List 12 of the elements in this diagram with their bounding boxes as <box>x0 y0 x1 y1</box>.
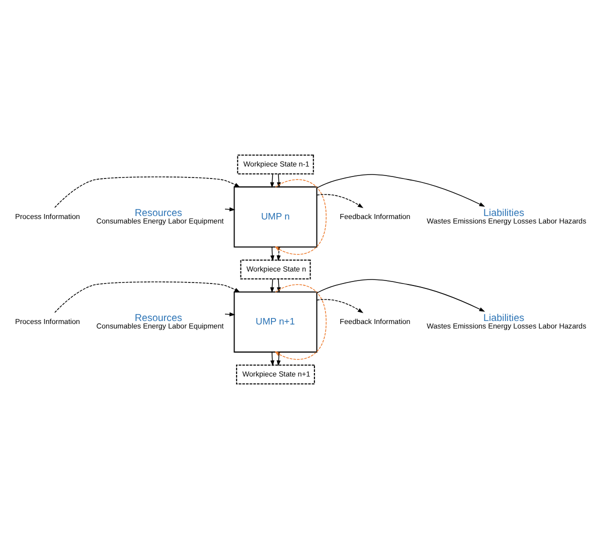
arrow <box>316 298 364 313</box>
arrow <box>316 278 486 312</box>
arrow <box>54 176 240 208</box>
arrow <box>276 246 281 261</box>
node-box: UMP n+1 <box>234 290 318 352</box>
arrow <box>276 351 281 366</box>
arrow <box>54 281 240 312</box>
node-box: UMP n <box>234 186 318 248</box>
arrow <box>316 174 486 206</box>
arrow <box>270 351 274 366</box>
arrow <box>270 246 274 261</box>
arrow <box>316 194 364 208</box>
